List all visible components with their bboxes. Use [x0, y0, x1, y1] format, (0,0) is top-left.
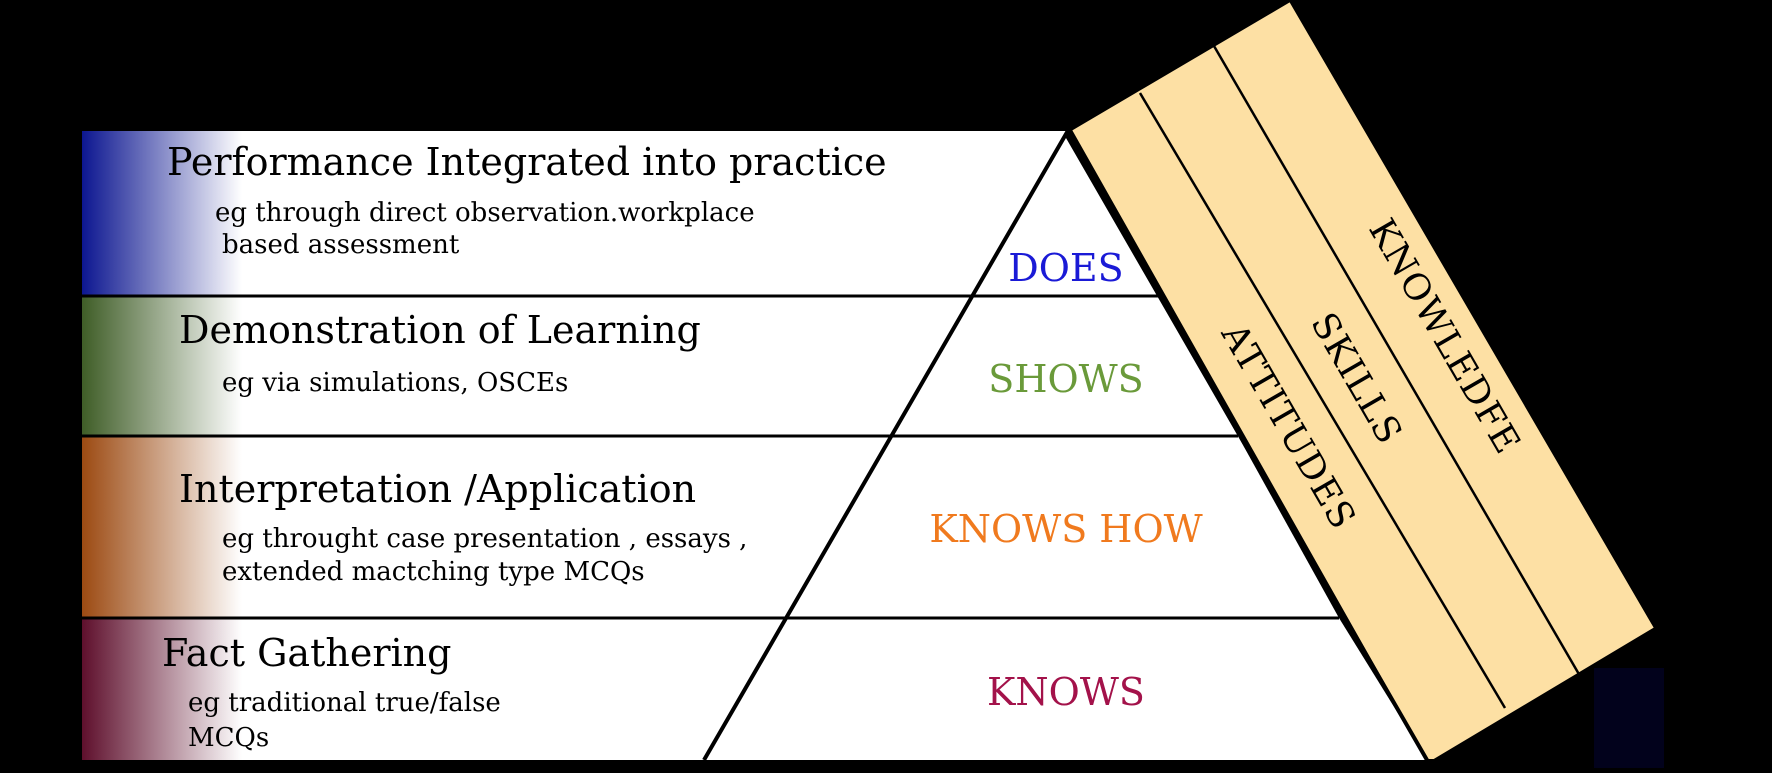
row-knows [82, 618, 1427, 760]
row-knows-desc-line-1: eg traditional true/false [188, 688, 501, 718]
row-shows [82, 296, 1238, 436]
row-knows-title: Fact Gathering [162, 631, 451, 675]
level-does: DOES [1008, 246, 1123, 290]
row-shows-title: Demonstration of Learning [179, 308, 701, 352]
row-knows-how-desc-line-2: extended mactching type MCQs [222, 557, 645, 587]
row-shows-panel [82, 296, 1238, 436]
row-knows-panel [82, 618, 1427, 760]
pyramid-outline [702, 130, 1429, 762]
band-divider-1 [1138, 92, 1507, 709]
row-knows-how-gradient [82, 436, 242, 618]
level-knows-how: KNOWS HOW [929, 507, 1202, 551]
band-divider-2 [1212, 45, 1582, 677]
row-does [82, 131, 1159, 296]
row-does-desc-line-2: based assessment [222, 230, 460, 260]
row-does-panel [82, 131, 1159, 296]
dark-square [1594, 668, 1664, 768]
row-does-desc-line-1: eg through direct observation.workplace [215, 198, 755, 228]
level-knows: KNOWS [987, 670, 1145, 714]
row-knows-how-desc-line-1: eg throught case presentation , essays , [222, 524, 747, 554]
row-shows-desc-line-1: eg via simulations, OSCEs [222, 368, 568, 398]
level-shows: SHOWS [988, 357, 1143, 401]
row-knows-how-title: Interpretation /Application [179, 467, 696, 511]
row-knows-how-panel [82, 436, 1339, 618]
row-shows-gradient [82, 296, 242, 436]
row-does-gradient [82, 131, 242, 296]
row-knows-how [82, 436, 1339, 618]
row-does-title: Performance Integrated into practice [167, 140, 887, 184]
row-knows-desc-line-2: MCQs [188, 723, 269, 753]
row-knows-gradient [82, 618, 242, 760]
